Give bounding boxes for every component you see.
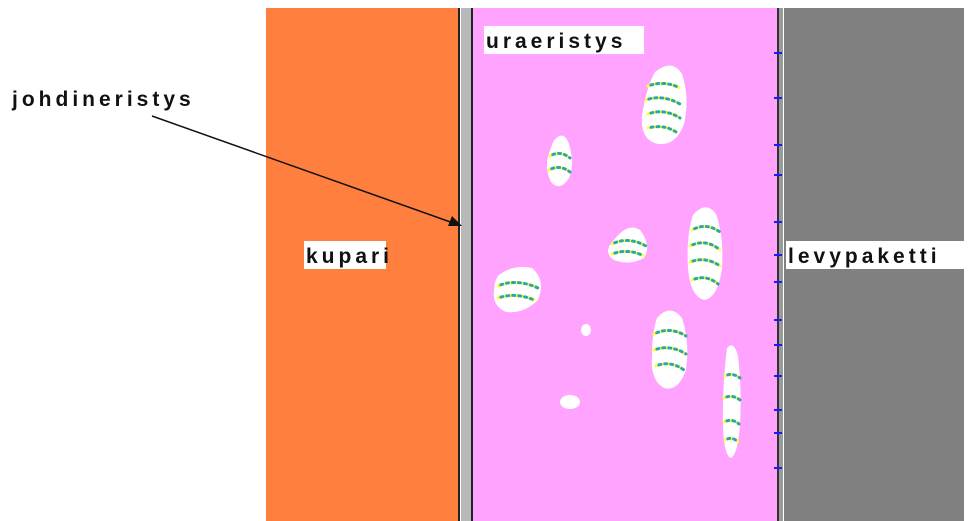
void-8 (581, 324, 591, 336)
void-4 (687, 207, 723, 300)
discharge-trail (644, 81, 682, 134)
void-5 (493, 267, 541, 313)
discharge-trail (722, 372, 742, 444)
arrow-shaft (151, 115, 457, 225)
label-bg-uraeristys (484, 26, 644, 54)
void-9 (560, 395, 580, 409)
label-levypaketti: levypaketti (788, 245, 941, 268)
label-bg-levypaketti (786, 241, 964, 269)
discharge-trail (688, 225, 722, 286)
arrow-head (448, 216, 462, 226)
void-2 (547, 135, 572, 187)
pointer-arrow (151, 115, 462, 226)
discharge-dot-trails (496, 81, 742, 444)
discharge-trail (610, 239, 648, 258)
label-bg-kupari (304, 241, 386, 269)
discharge-trail (547, 151, 572, 174)
conductor-insulation-strip (461, 8, 471, 521)
core-boundary-ticks (774, 52, 782, 469)
label-johdineristys: johdineristys (11, 88, 195, 111)
label-uraeristys: uraeristys (486, 30, 626, 53)
discharge-trail (496, 281, 540, 302)
core-boundary-strip (777, 8, 783, 521)
label-kupari: kupari (306, 245, 393, 268)
discharge-trail (652, 329, 688, 372)
